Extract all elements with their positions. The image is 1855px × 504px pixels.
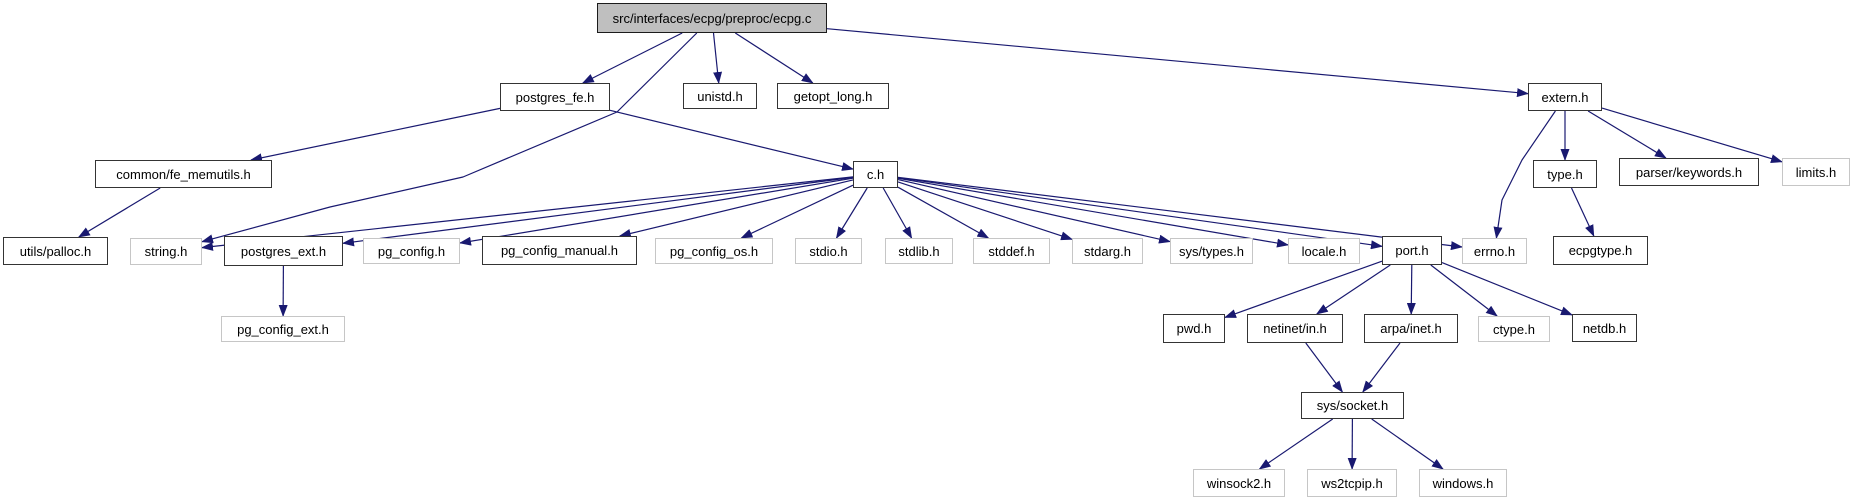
graph-node-errno_h: errno.h <box>1462 238 1527 264</box>
edge-c_h-to-pg_config_h <box>459 177 854 246</box>
graph-node-windows_h: windows.h <box>1419 469 1507 497</box>
graph-node-netinet_in_h[interactable]: netinet/in.h <box>1247 314 1343 343</box>
graph-node-sys_types_h: sys/types.h <box>1170 238 1253 264</box>
graph-node-unistd_h[interactable]: unistd.h <box>683 83 757 109</box>
edge-port_h-to-pwd_h <box>1224 260 1383 318</box>
graph-node-parser_keywords_h[interactable]: parser/keywords.h <box>1619 158 1759 186</box>
edge-c_h-to-pg_config_manual_h <box>618 179 854 238</box>
edge-port_h-to-netinet_in_h <box>1315 264 1391 315</box>
edge-c_h-to-pg_config_os_h <box>740 184 854 239</box>
edge-c_h-to-stddef_h <box>897 186 990 239</box>
edge-fe_memutils_h-to-utils_palloc_h <box>77 187 161 238</box>
edge-c_h-to-stdarg_h <box>897 181 1073 241</box>
graph-node-utils_palloc_h[interactable]: utils/palloc.h <box>3 237 108 265</box>
edge-netinet_in_h-to-sys_socket_h <box>1305 342 1343 393</box>
graph-node-ecpg_c[interactable]: src/interfaces/ecpg/preproc/ecpg.c <box>597 3 827 33</box>
graph-node-ws2tcpip_h: ws2tcpip.h <box>1307 469 1397 497</box>
graph-node-string_h: string.h <box>130 238 202 265</box>
graph-node-locale_h: locale.h <box>1288 238 1360 264</box>
graph-node-stdio_h: stdio.h <box>795 238 862 264</box>
graph-node-stddef_h: stddef.h <box>973 238 1050 264</box>
graph-node-port_h[interactable]: port.h <box>1382 236 1442 265</box>
edge-extern_h-to-parser_keywords_h <box>1587 110 1667 159</box>
edge-postgres_fe_h-to-fe_memutils_h <box>250 107 501 163</box>
graph-node-limits_h: limits.h <box>1782 158 1850 186</box>
edge-c_h-to-stdlib_h <box>882 187 913 239</box>
edge-ecpg_c-to-postgres_fe_h <box>581 32 683 84</box>
edge-port_h-to-arpa_inet_h <box>1406 264 1416 315</box>
edge-c_h-to-errno_h <box>897 176 1463 251</box>
graph-node-netdb_h[interactable]: netdb.h <box>1572 314 1637 342</box>
edge-ecpg_c-to-getopt_long_h <box>734 32 814 84</box>
graph-node-pg_config_h: pg_config.h <box>363 238 460 264</box>
graph-node-pg_config_ext_h: pg_config_ext.h <box>221 316 345 342</box>
graph-node-stdarg_h: stdarg.h <box>1072 238 1143 264</box>
edge-c_h-to-sys_types_h <box>897 179 1171 244</box>
graph-node-arpa_inet_h[interactable]: arpa/inet.h <box>1364 314 1458 343</box>
graph-node-postgres_fe_h[interactable]: postgres_fe.h <box>500 83 610 111</box>
edge-c_h-to-port_h <box>897 177 1383 250</box>
edge-c_h-to-stdio_h <box>835 187 868 239</box>
graph-node-type_h[interactable]: type.h <box>1533 160 1597 188</box>
edge-sys_socket_h-to-winsock2_h <box>1258 418 1334 470</box>
graph-node-postgres_ext_h[interactable]: postgres_ext.h <box>224 236 343 266</box>
graph-node-winsock2_h: winsock2.h <box>1193 469 1285 497</box>
edge-ecpg_c-to-extern_h <box>826 28 1529 98</box>
graph-node-pwd_h[interactable]: pwd.h <box>1163 314 1225 343</box>
graph-node-ecpgtype_h[interactable]: ecpgtype.h <box>1553 236 1648 265</box>
edge-extern_h-to-limits_h <box>1601 107 1783 163</box>
graph-node-sys_socket_h[interactable]: sys/socket.h <box>1301 392 1404 419</box>
edge-arpa_inet_h-to-sys_socket_h <box>1362 342 1401 393</box>
graph-node-fe_memutils_h[interactable]: common/fe_memutils.h <box>95 160 272 188</box>
graph-node-pg_config_manual_h[interactable]: pg_config_manual.h <box>482 236 637 265</box>
edge-c_h-to-locale_h <box>897 177 1289 248</box>
edge-port_h-to-netdb_h <box>1441 262 1573 316</box>
edge-ecpg_c-to-string_h <box>201 32 698 244</box>
graph-node-stdlib_h: stdlib.h <box>885 238 953 264</box>
edge-sys_socket_h-to-windows_h <box>1371 418 1444 470</box>
graph-node-c_h[interactable]: c.h <box>853 161 898 188</box>
edge-port_h-to-ctype_h <box>1430 264 1498 317</box>
graph-node-ctype_h: ctype.h <box>1478 316 1550 342</box>
edge-extern_h-to-errno_h <box>1493 110 1556 239</box>
graph-node-pg_config_os_h: pg_config_os.h <box>655 238 773 264</box>
edge-type_h-to-ecpgtype_h <box>1570 187 1595 237</box>
graph-node-extern_h[interactable]: extern.h <box>1528 83 1602 111</box>
edge-c_h-to-postgres_ext_h <box>342 176 854 247</box>
graph-node-getopt_long_h[interactable]: getopt_long.h <box>777 83 889 109</box>
edge-ecpg_c-to-unistd_h <box>712 32 723 84</box>
edge-c_h-to-string_h <box>201 176 854 251</box>
edge-postgres_fe_h-to-c_h <box>609 109 854 171</box>
